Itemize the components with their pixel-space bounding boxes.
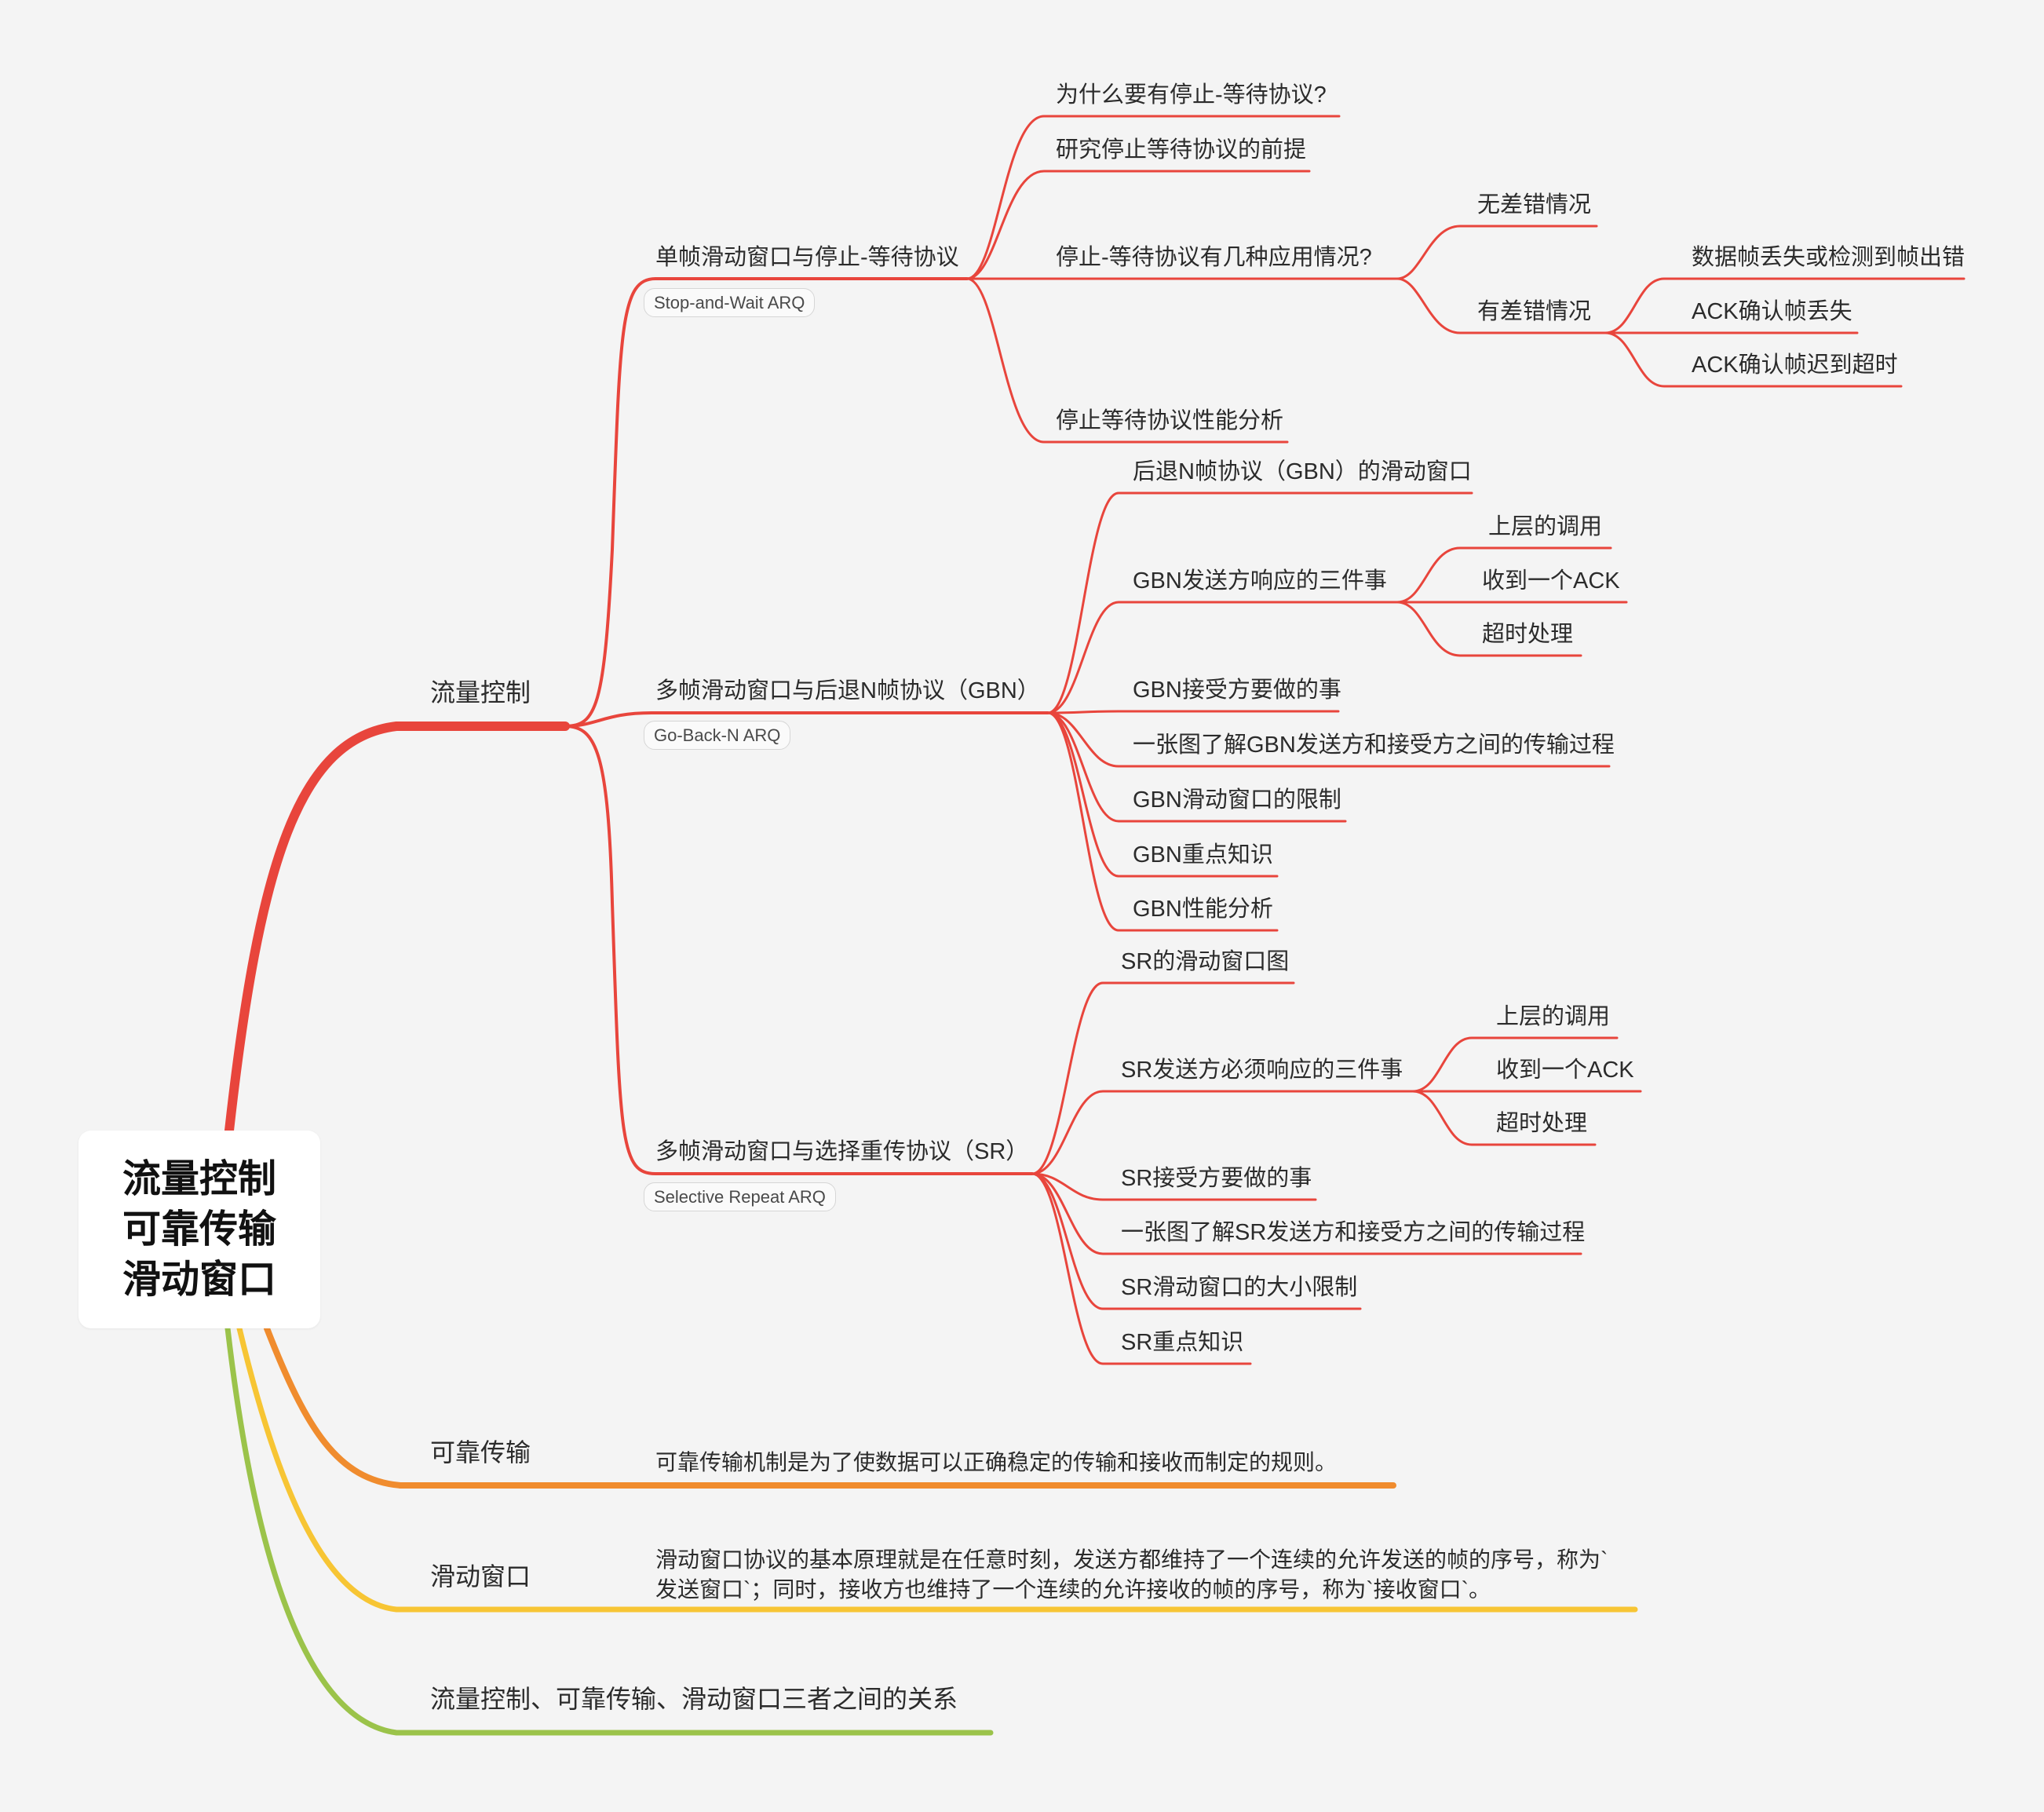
topic-sr-sender-timeout[interactable]: 超时处理 (1496, 1111, 1588, 1136)
topic-sw-perf[interactable]: 停止等待协议性能分析 (1056, 408, 1284, 433)
topic-sr-overview[interactable]: 一张图了解SR发送方和接受方之间的传输过程 (1121, 1220, 1586, 1245)
connector-sr-sender (1031, 1090, 1414, 1175)
topic-sr-limit[interactable]: SR滑动窗口的大小限制 (1121, 1275, 1358, 1300)
topic-sr-receiver[interactable]: SR接受方要做的事 (1121, 1166, 1312, 1191)
topic-flow-control[interactable]: 流量控制 (430, 678, 531, 707)
topic-sr-window[interactable]: SR的滑动窗口图 (1121, 949, 1290, 974)
topic-gbn-sender-upper[interactable]: 上层的调用 (1488, 514, 1603, 539)
topic-relation[interactable]: 流量控制、可靠传输、滑动窗口三者之间的关系 (430, 1685, 958, 1713)
topic-gbn-window[interactable]: 后退N帧协议（GBN）的滑动窗口 (1133, 459, 1472, 484)
window-description-line-2: 发送窗口`；同时，接收方也维持了一个连续的允许接收的帧的序号，称为`接收窗口`。 (655, 1577, 1491, 1602)
topic-gbn-sender[interactable]: GBN发送方响应的三件事 (1133, 568, 1387, 594)
connector-err-3 (1604, 331, 1903, 388)
topic-gbn-receiver[interactable]: GBN接受方要做的事 (1133, 678, 1341, 703)
root-line-3: 滑动窗口 (122, 1259, 276, 1301)
connector-flow-sr (564, 725, 1034, 1175)
root-line-1: 流量控制 (122, 1158, 276, 1200)
connector-srs-1 (1411, 1036, 1619, 1093)
connector-sw-perf (965, 277, 1289, 444)
connector-root-window (236, 1325, 1638, 1613)
topic-sr-sender-ack[interactable]: 收到一个ACK (1496, 1058, 1634, 1083)
connector-sr-limit (1031, 1172, 1362, 1310)
topic-has-error[interactable]: 有差错情况 (1477, 299, 1592, 324)
connector-sr-window (1031, 981, 1295, 1175)
topic-sw-cases[interactable]: 停止-等待协议有几种应用情况? (1056, 245, 1372, 270)
connector-sr-receiver (1031, 1172, 1317, 1201)
connector-gbn-perf (1046, 711, 1279, 932)
topic-gbn-key[interactable]: GBN重点知识 (1133, 842, 1273, 868)
connector-gbn-limit (1046, 711, 1347, 823)
root-line-2: 可靠传输 (122, 1208, 276, 1251)
connector-gbn-window (1046, 491, 1473, 714)
connector-root-relation (224, 1325, 994, 1736)
topic-error-ack-late[interactable]: ACK确认帧迟到超时 (1692, 353, 1898, 378)
topic-sr-sender-upper[interactable]: 上层的调用 (1496, 1004, 1611, 1029)
topic-sw-premise[interactable]: 研究停止等待协议的前提 (1056, 137, 1307, 163)
connector-sw-premise (965, 170, 1311, 280)
connector-sr-key (1031, 1172, 1252, 1365)
topic-error-ack-lost[interactable]: ACK确认帧丢失 (1692, 299, 1852, 324)
connector-gbns-3 (1396, 601, 1582, 657)
connector-cases-noerr (1396, 225, 1598, 280)
connector-flow-stopwait (564, 277, 969, 728)
topic-gbn-overview[interactable]: 一张图了解GBN发送方和接受方之间的传输过程 (1133, 732, 1615, 758)
label-go-back-n-arq: Go-Back-N ARQ (644, 721, 791, 750)
reliable-description: 可靠传输机制是为了使数据可以正确稳定的传输和接收而制定的规则。 (655, 1450, 1338, 1474)
connector-sr-overview (1031, 1172, 1582, 1255)
connector-sw-why (965, 115, 1341, 280)
topic-gbn-sender-timeout[interactable]: 超时处理 (1482, 622, 1574, 647)
topic-reliable[interactable]: 可靠传输 (430, 1438, 531, 1467)
window-description-line-1: 滑动窗口协议的基本原理就是在任意时刻，发送方都维持了一个连续的允许发送的帧的序号… (655, 1547, 1608, 1572)
connector-cases-err (1396, 277, 1607, 334)
connector-srs-3 (1411, 1090, 1597, 1146)
topic-sr-sender[interactable]: SR发送方必须响应的三件事 (1121, 1058, 1403, 1083)
connector-gbn-sender (1046, 601, 1399, 714)
connector-flow-gbn (564, 711, 1049, 728)
topic-stop-wait[interactable]: 单帧滑动窗口与停止-等待协议 (655, 245, 959, 270)
connector-gbn-overview (1046, 711, 1611, 768)
connector-root-flow (224, 722, 570, 1135)
connector-gbn-receiver (1046, 710, 1340, 714)
topic-sr[interactable]: 多帧滑动窗口与选择重传协议（SR） (655, 1139, 1029, 1164)
topic-error-frame-lost[interactable]: 数据帧丢失或检测到帧出错 (1692, 245, 1966, 270)
topic-gbn-sender-ack[interactable]: 收到一个ACK (1482, 568, 1620, 594)
connector-root-reliable (264, 1325, 1396, 1489)
connector-gbn-key (1046, 711, 1279, 878)
topic-gbn[interactable]: 多帧滑动窗口与后退N帧协议（GBN） (655, 678, 1040, 703)
root-topic[interactable]: 流量控制 可靠传输 滑动窗口 (78, 1131, 320, 1328)
topic-sliding-window[interactable]: 滑动窗口 (430, 1562, 531, 1591)
topic-sw-why[interactable]: 为什么要有停止-等待协议? (1056, 82, 1327, 108)
connector-err-1 (1604, 277, 1966, 334)
topic-no-error[interactable]: 无差错情况 (1477, 192, 1592, 217)
connector-gbns-1 (1396, 546, 1612, 604)
topic-gbn-limit[interactable]: GBN滑动窗口的限制 (1133, 787, 1341, 813)
topic-gbn-perf[interactable]: GBN性能分析 (1133, 897, 1273, 922)
label-selective-repeat-arq: Selective Repeat ARQ (644, 1182, 836, 1211)
label-stop-wait-arq: Stop-and-Wait ARQ (644, 288, 816, 317)
topic-sr-key[interactable]: SR重点知识 (1121, 1330, 1244, 1355)
